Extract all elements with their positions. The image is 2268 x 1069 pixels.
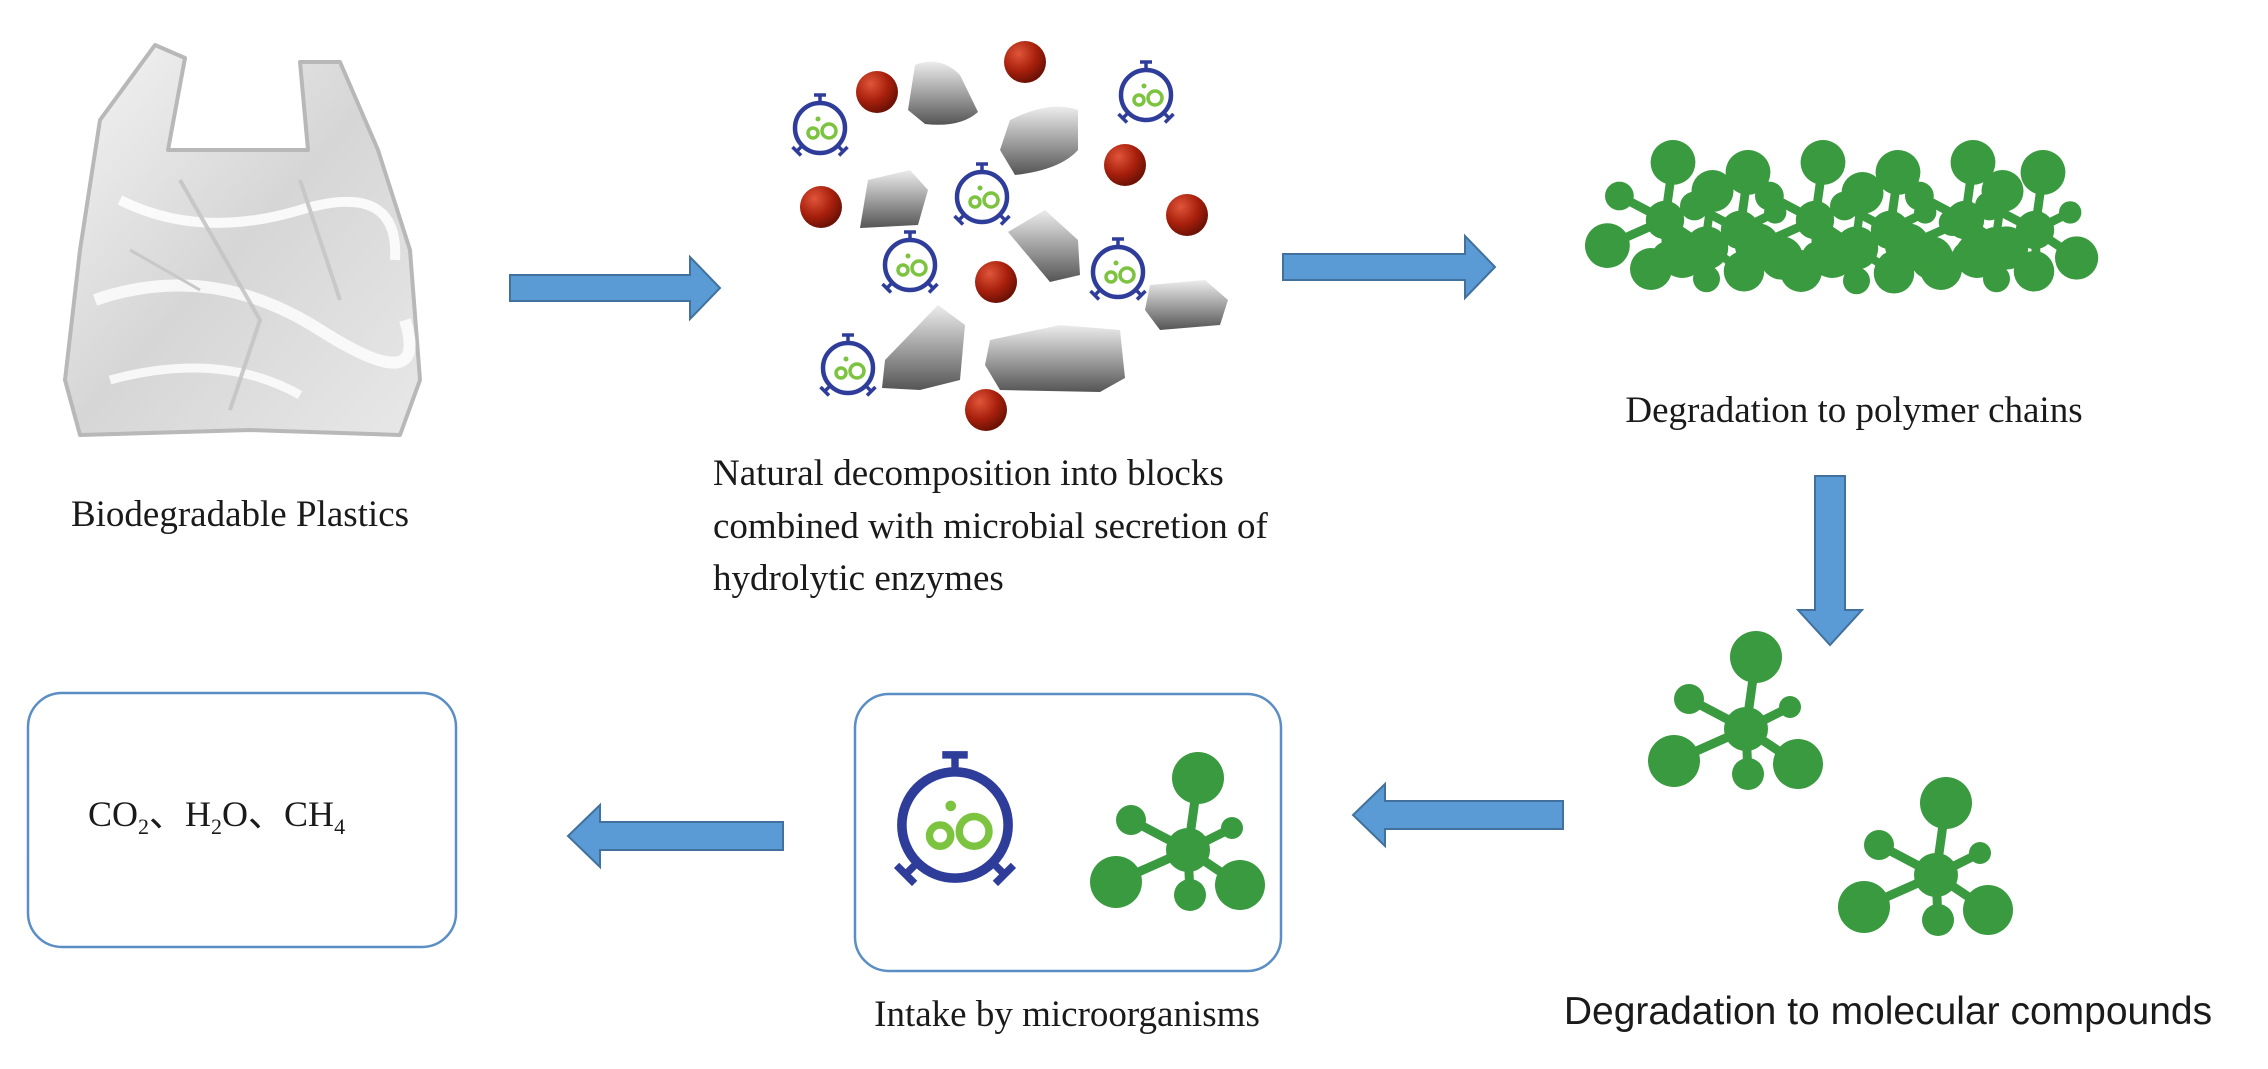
arrow-3: [1795, 475, 1865, 647]
label-polymer-chains: Degradation to polymer chains: [1625, 390, 2082, 431]
label-decomposition-line-3: hydrolytic enzymes: [713, 558, 1004, 599]
ch4-main: CH: [284, 794, 334, 834]
label-decomposition-line-2: combined with microbial secretion of: [713, 506, 1269, 547]
h2o-main: H: [185, 794, 211, 834]
products-box: [26, 691, 458, 949]
molecule-icon: [1648, 631, 2013, 936]
plastic-bag-icon: [63, 43, 422, 437]
arrow-5: [566, 802, 784, 870]
ch4-sub: 4: [334, 814, 345, 839]
h2o-tail: O: [222, 794, 248, 834]
co2-main: CO: [88, 794, 138, 834]
products-formula: CO2、H2O、CH4: [88, 794, 345, 839]
arrow-1: [509, 254, 722, 322]
arrow-4: [1351, 781, 1564, 849]
polymer-chain-icon: [1585, 140, 2098, 294]
label-decomposition-line-1: Natural decomposition into blocks: [713, 453, 1224, 494]
intake-box: [853, 692, 1283, 973]
separator-2: 、: [248, 794, 284, 834]
label-biodegradable-plastics: Biodegradable Plastics: [71, 494, 409, 535]
arrow-2: [1282, 233, 1497, 301]
separator-1: 、: [149, 794, 185, 834]
co2-sub: 2: [138, 814, 149, 839]
fragments-and-microbes-icon: [793, 41, 1228, 431]
h2o-sub: 2: [211, 814, 222, 839]
label-molecular-compounds: Degradation to molecular compounds: [1564, 990, 2212, 1033]
label-intake-by-microorganisms: Intake by microorganisms: [874, 994, 1260, 1035]
